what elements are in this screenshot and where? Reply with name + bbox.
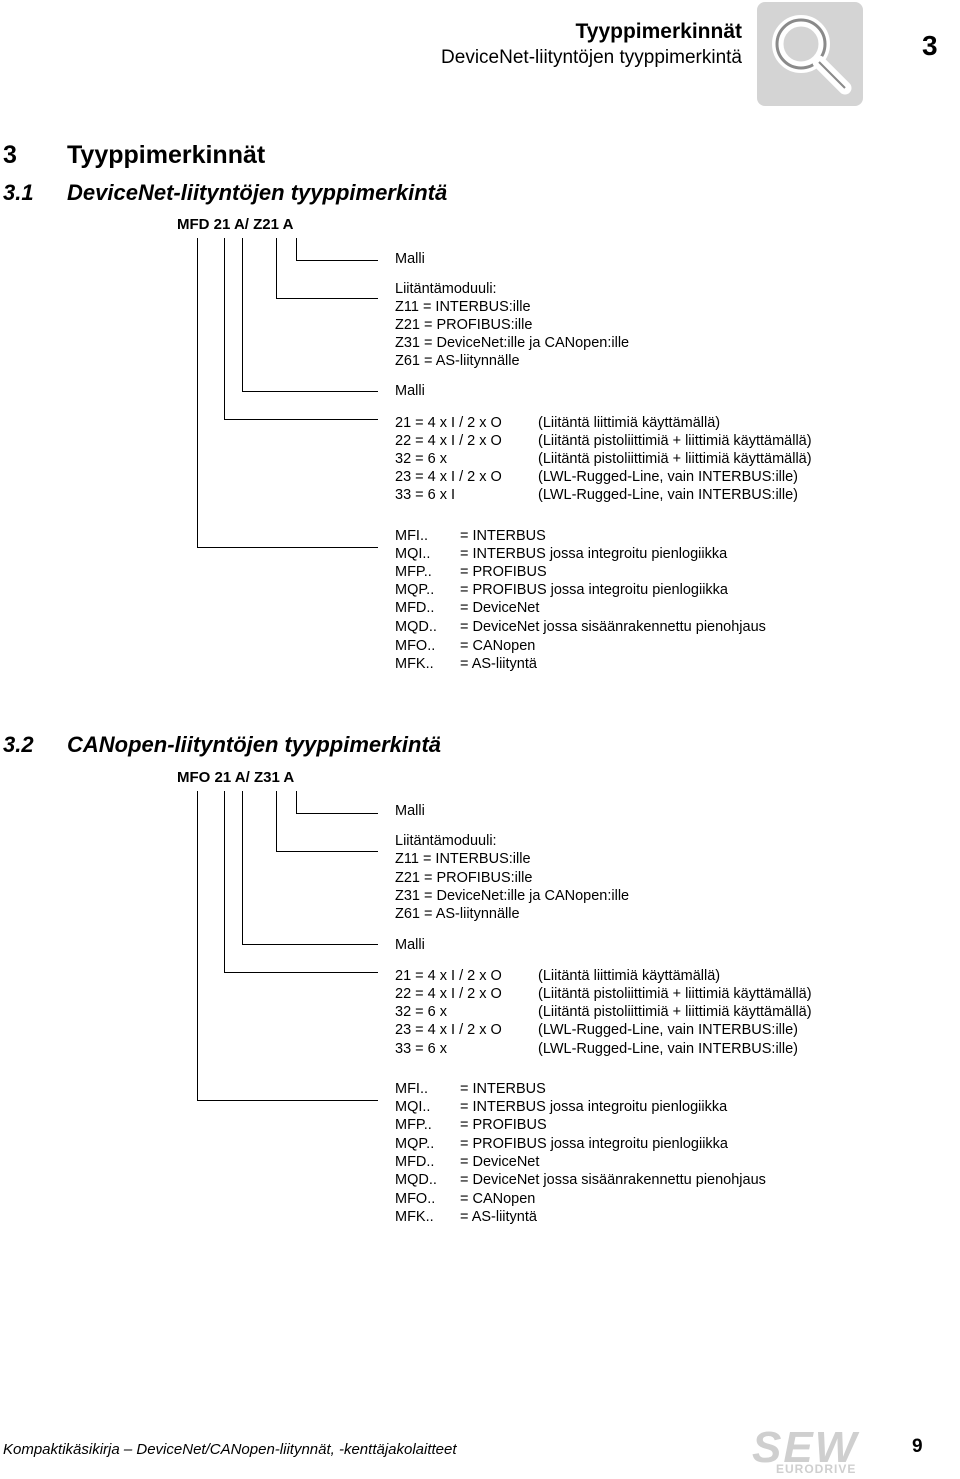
type-code-item: MQD.. — [395, 1172, 437, 1188]
type-code-item: MFI.. — [395, 1081, 429, 1097]
chapter-title: Tyyppimerkinnät — [67, 141, 266, 169]
module-item: Z21 = PROFIBUS:ille — [395, 317, 533, 333]
malli-label: Malli — [395, 251, 425, 267]
malli-label: Malli — [395, 937, 425, 953]
module-heading: Liitäntämoduuli: — [395, 833, 497, 849]
type-code-item: MFD.. — [395, 1154, 435, 1170]
module-item: Z31 = DeviceNet:ille ja CANopen:ille — [395, 888, 630, 904]
variant-code: 32 = 6 x — [395, 1004, 447, 1020]
type-desc: = PROFIBUS — [460, 564, 547, 580]
type-desc: = INTERBUS jossa integroitu pienlogiikka — [460, 546, 728, 562]
type-desc: = DeviceNet jossa sisäänrakennettu pieno… — [460, 619, 766, 635]
type-desc: = CANopen — [460, 1191, 536, 1207]
footer-text: Kompaktikäsikirja – DeviceNet/CANopen-li… — [3, 1441, 457, 1458]
variant-desc: (Liitäntä pistoliittimiä + liittimiä käy… — [538, 1004, 812, 1020]
type-code-item: MFI.. — [395, 528, 429, 544]
type-code-item: MFP.. — [395, 564, 432, 580]
module-item: Z11 = INTERBUS:ille — [395, 851, 531, 867]
type-code-item: MFD.. — [395, 600, 435, 616]
type-desc: = AS-liityntä — [460, 656, 537, 672]
type-code: MFO 21 A/ Z31 A — [177, 769, 295, 786]
type-code-item: MFP.. — [395, 1117, 432, 1133]
type-desc: = PROFIBUS — [460, 1117, 547, 1133]
malli-label: Malli — [395, 803, 425, 819]
module-item: Z31 = DeviceNet:ille ja CANopen:ille — [395, 335, 630, 351]
chapter-tab-number: 3 — [922, 30, 938, 61]
type-desc: = DeviceNet jossa sisäänrakennettu pieno… — [460, 1172, 766, 1188]
variant-code: 33 = 6 x — [395, 1041, 447, 1057]
malli-label: Malli — [395, 383, 425, 399]
type-code-item: MQP.. — [395, 1136, 435, 1152]
section-number: 3.1 — [3, 180, 34, 205]
type-code-item: MFK.. — [395, 1209, 434, 1225]
variant-desc: (LWL-Rugged-Line, vain INTERBUS:ille) — [538, 469, 799, 485]
variant-code: 32 = 6 x — [395, 451, 447, 467]
page-number: 9 — [912, 1436, 923, 1457]
variant-desc: (LWL-Rugged-Line, vain INTERBUS:ille) — [538, 1041, 799, 1057]
type-desc: = AS-liityntä — [460, 1209, 537, 1225]
module-item: Z61 = AS-liitynnälle — [395, 353, 520, 369]
variant-code: 23 = 4 x I / 2 x O — [395, 469, 502, 485]
variant-desc: (LWL-Rugged-Line, vain INTERBUS:ille) — [538, 1022, 799, 1038]
variant-code: 23 = 4 x I / 2 x O — [395, 1022, 502, 1038]
variant-desc: (Liitäntä pistoliittimiä + liittimiä käy… — [538, 433, 812, 449]
variant-code: 33 = 6 x I — [395, 487, 456, 503]
variant-code: 21 = 4 x I / 2 x O — [395, 968, 502, 984]
magnifier-icon — [772, 15, 852, 95]
variant-desc: (Liitäntä liittimiä käyttämällä) — [538, 968, 721, 984]
variant-desc: (Liitäntä liittimiä käyttämällä) — [538, 415, 721, 431]
variant-desc: (Liitäntä pistoliittimiä + liittimiä käy… — [538, 986, 812, 1002]
variant-desc: (Liitäntä pistoliittimiä + liittimiä käy… — [538, 451, 812, 467]
section-title: CANopen-liityntöjen tyyppimerkintä — [67, 732, 442, 757]
header-subtitle: DeviceNet-liityntöjen tyyppimerkintä — [441, 47, 742, 68]
variant-code: 22 = 4 x I / 2 x O — [395, 433, 502, 449]
type-code-item: MFO.. — [395, 1191, 436, 1207]
type-desc: = PROFIBUS jossa integroitu pienlogiikka — [460, 582, 728, 598]
header-title: Tyyppimerkinnät — [575, 20, 742, 43]
type-desc: = DeviceNet — [460, 1154, 540, 1170]
module-heading: Liitäntämoduuli: — [395, 281, 497, 297]
type-code-item: MQD.. — [395, 619, 437, 635]
type-desc: = INTERBUS — [460, 1081, 546, 1097]
type-code-item: MQP.. — [395, 582, 435, 598]
type-code-item: MFK.. — [395, 656, 434, 672]
type-code: MFD 21 A/ Z21 A — [177, 216, 294, 233]
type-desc: = INTERBUS jossa integroitu pienlogiikka — [460, 1099, 728, 1115]
sew-eurodrive-logo: SEW EURODRIVE — [752, 1423, 859, 1477]
module-item: Z21 = PROFIBUS:ille — [395, 870, 533, 886]
type-code-item: MFO.. — [395, 638, 436, 654]
variant-desc: (LWL-Rugged-Line, vain INTERBUS:ille) — [538, 487, 799, 503]
type-desc: = CANopen — [460, 638, 536, 654]
module-item: Z61 = AS-liitynnälle — [395, 906, 520, 922]
type-code-item: MQI.. — [395, 1099, 431, 1115]
header-icon-box — [757, 2, 863, 106]
type-desc: = DeviceNet — [460, 600, 540, 616]
chapter-number: 3 — [3, 141, 17, 169]
section-title: DeviceNet-liityntöjen tyyppimerkintä — [67, 180, 448, 205]
type-desc: = INTERBUS — [460, 528, 546, 544]
variant-code: 21 = 4 x I / 2 x O — [395, 415, 502, 431]
section-number: 3.2 — [3, 732, 34, 757]
type-desc: = PROFIBUS jossa integroitu pienlogiikka — [460, 1136, 728, 1152]
variant-code: 22 = 4 x I / 2 x O — [395, 986, 502, 1002]
module-item: Z11 = INTERBUS:ille — [395, 299, 531, 315]
type-code-item: MQI.. — [395, 546, 431, 562]
